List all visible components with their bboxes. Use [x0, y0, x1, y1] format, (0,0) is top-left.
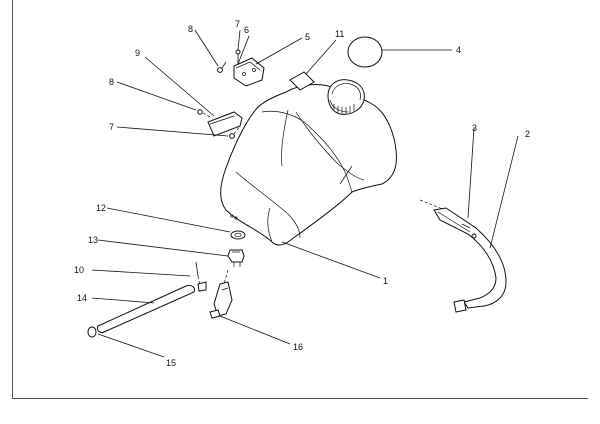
fuel-fitting: [227, 249, 245, 267]
callout-16: 16: [293, 342, 303, 352]
callout-12: 12: [96, 203, 106, 213]
callout-labels: 1 2 3 4 5 6 7 7 8 8 9 10 11 12 13 14 15 …: [74, 19, 530, 368]
hose-clamp: [87, 326, 97, 338]
fuel-hose: [97, 285, 195, 333]
callout-9: 9: [135, 48, 140, 58]
callout-13: 13: [88, 235, 98, 245]
callout-14: 14: [77, 293, 87, 303]
filler-cap: [347, 36, 383, 68]
grommet: [230, 230, 246, 240]
callout-7-upper: 7: [235, 19, 240, 29]
callout-6: 6: [244, 25, 249, 35]
callout-3: 3: [472, 123, 477, 133]
fuel-tank: [220, 79, 397, 246]
callout-2: 2: [525, 129, 530, 139]
callout-7-lower: 7: [109, 122, 114, 132]
callout-8-lower: 8: [109, 77, 114, 87]
fuel-cock: [209, 269, 233, 319]
callout-4: 4: [456, 45, 461, 55]
tank-decal: [289, 71, 315, 91]
callout-15: 15: [166, 358, 176, 368]
callout-5: 5: [305, 32, 310, 42]
callout-10: 10: [74, 265, 84, 275]
hose-clip: [195, 261, 207, 292]
leader-lines: [91, 29, 519, 358]
callout-11: 11: [335, 29, 344, 39]
callout-8-upper: 8: [188, 24, 193, 34]
tank-strap: [419, 199, 507, 313]
mounting-bracket-upper: [217, 49, 265, 87]
mounting-bracket-lower: [197, 109, 243, 139]
callout-1: 1: [383, 276, 388, 286]
